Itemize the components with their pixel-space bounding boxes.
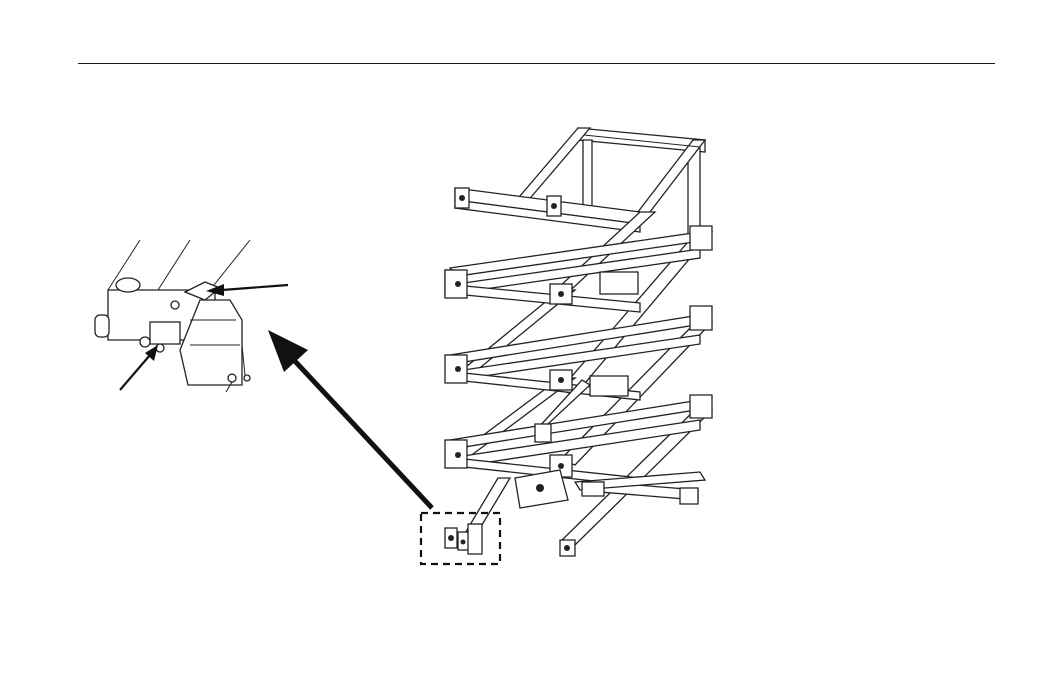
pointer-arrow-lower (120, 345, 158, 390)
pointer-arrow-upper (206, 284, 288, 296)
detail-callout-arrow (268, 330, 432, 508)
scissor-lift-frame (445, 128, 712, 556)
callout-component (445, 524, 482, 554)
enlarged-component-detail (95, 240, 250, 392)
upper-arm-assembly (455, 188, 640, 232)
